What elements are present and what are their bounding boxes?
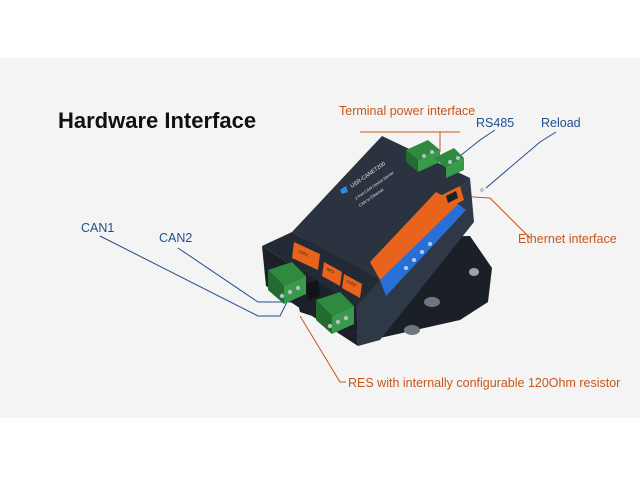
leader-line-can1	[99, 235, 291, 317]
ethernet-port	[440, 186, 464, 210]
label-res-resistor: RES with internally configurable 120Ohm …	[348, 376, 621, 390]
terminal-block-power-rs485	[406, 140, 464, 178]
label-terminal-power-interface: Terminal power interface	[339, 104, 476, 118]
leader-line-reload	[485, 131, 557, 189]
brand-logo-icon	[340, 186, 348, 194]
label-reload: Reload	[541, 116, 581, 130]
port-label-res: RES	[326, 266, 336, 274]
port-label-can2: CAN2	[346, 278, 358, 287]
label-ethernet-interface: Ethernet interface	[518, 232, 617, 246]
leader-line-rs485	[454, 129, 496, 161]
label-can1: CAN1	[81, 221, 115, 235]
label-rs485: RS485	[476, 116, 515, 130]
reload-button-icon	[479, 187, 485, 193]
label-can2: CAN2	[159, 231, 193, 245]
leader-line-res	[299, 315, 346, 383]
terminal-block-can2	[316, 292, 354, 334]
terminal-block-can1	[268, 262, 306, 304]
page-title: Hardware Interface	[58, 108, 257, 133]
port-label-can1: CAN1	[298, 248, 310, 257]
res-switch	[306, 280, 320, 300]
